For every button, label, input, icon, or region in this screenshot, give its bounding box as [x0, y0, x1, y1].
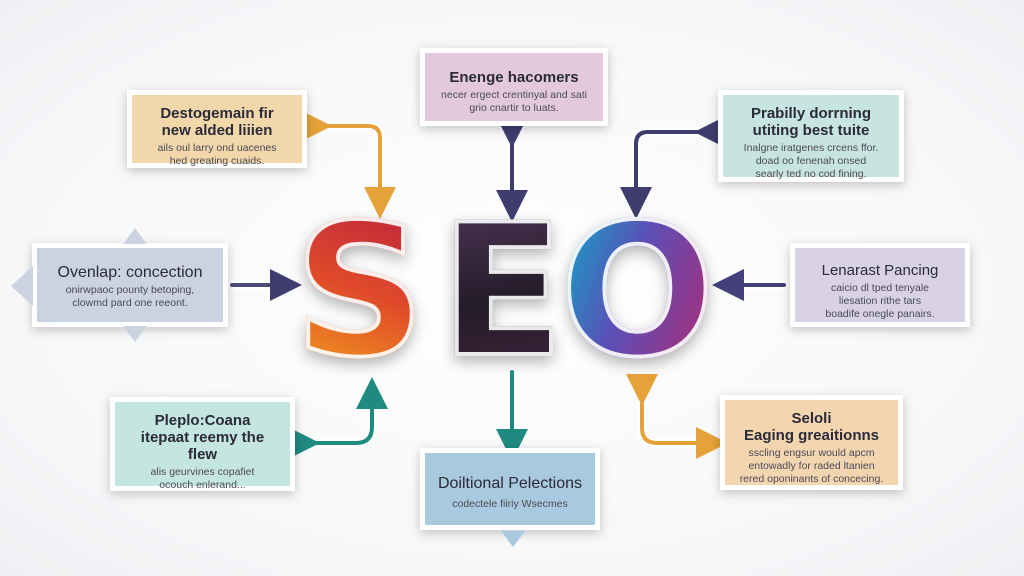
- card-mid-left-title: Ovenlap: concection: [57, 264, 203, 281]
- card-mid-right: Lenarast Pancing caicio dl tped tenyale …: [790, 243, 970, 327]
- arrow-top-left-line: [300, 110, 396, 219]
- card-pointer: [123, 326, 147, 342]
- card-bottom-left: Pleplo:Coana itepaat reemy the flew alis…: [110, 397, 295, 491]
- seo-letter-o: O: [558, 185, 717, 397]
- seo-letter-e: E: [438, 185, 566, 397]
- arrow-bottom-left-line: [288, 377, 388, 459]
- seo-logo: S E O: [290, 185, 730, 397]
- card-top-right: Prabilly dorrning utiting best tuite Ina…: [718, 90, 904, 182]
- card-bottom-right: Seloli Eaging greaitionns sscling engsur…: [720, 395, 903, 490]
- card-top-center-body: necer ergect crentinyal and sati grio cn…: [441, 89, 587, 114]
- card-mid-right-title: Lenarast Pancing: [821, 262, 939, 279]
- card-bottom-left-body: alis geurvines copafiet ocouch enlerand.…: [150, 466, 255, 491]
- card-top-left-body: ails oul larry ond uacenes hed greating …: [157, 142, 277, 167]
- seo-letter-s: S: [292, 185, 427, 397]
- arrow-bottom-left: [299, 388, 377, 448]
- card-top-right-body: Inalgne iratgenes crcens ffor. doad oo f…: [743, 142, 879, 180]
- arrow-bottom-right-line: [626, 374, 728, 459]
- card-top-left-title: Destogemain fir new alded liiien: [160, 105, 274, 139]
- card-mid-left-body: onirwpaoc pounty betoping, clowmd pard o…: [65, 284, 195, 309]
- card-top-left: Destogemain fir new alded liiien ails ou…: [127, 90, 307, 168]
- card-bottom-center: Doiltional Pelections codectele fiiriy W…: [420, 448, 600, 547]
- card-bottom-right-title: Seloli Eaging greaitionns: [743, 410, 879, 444]
- card-bottom-center-body: codectele fiiriy Wsecmes: [452, 498, 568, 510]
- card-top-right-title: Prabilly dorrning utiting best tuite: [750, 105, 871, 139]
- card-top-center-title: Enenge hacomers: [449, 69, 579, 86]
- card-bottom-left-title: Pleplo:Coana itepaat reemy the flew: [140, 412, 265, 463]
- card-pointer: [501, 531, 525, 547]
- card-top-center: Enenge hacomers necer ergect crentinyal …: [420, 48, 608, 126]
- card-bottom-center-title: Doiltional Pelections: [437, 475, 583, 492]
- card-pointer: [11, 266, 33, 306]
- card-mid-left: Ovenlap: concection onirwpaoc pounty bet…: [11, 228, 228, 342]
- arrow-bottom-right: [637, 385, 717, 448]
- arrow-top-right-line: [620, 116, 726, 219]
- card-bottom-right-body: sscling engsur would apcm entowadly for …: [739, 447, 884, 485]
- card-mid-right-body: caicio dl tped tenyale liesation rithe t…: [825, 282, 935, 320]
- card-pointer: [123, 228, 147, 244]
